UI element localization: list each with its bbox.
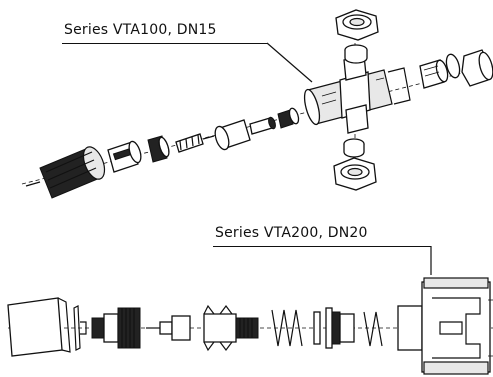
vta200-valve-body	[397, 277, 493, 375]
vta100-leader-line	[266, 42, 313, 83]
vta100-plunger	[214, 116, 276, 151]
vta100-right-cap-nut	[461, 49, 493, 87]
vta200-thermostatic-head	[91, 307, 141, 349]
vta200-cap-box	[7, 297, 71, 357]
vta100-assembly	[21, 9, 493, 199]
vta200-label-underline	[213, 246, 431, 247]
vta100-bottom-cap-nut	[333, 157, 377, 191]
vta100-label-underline	[62, 43, 267, 44]
vta200-pin	[146, 315, 191, 341]
vta100-bottom-ring	[343, 138, 365, 158]
vta100-valve-body	[303, 54, 411, 134]
vta100-spindle	[175, 133, 215, 153]
vta100-spring-seat	[277, 107, 300, 129]
vta200-valve-insert	[203, 304, 259, 352]
vta200-return-spring	[363, 311, 383, 347]
vta100-handle-knob	[25, 146, 106, 199]
vta100-right-insert	[419, 59, 449, 89]
vta100-cartridge	[107, 140, 142, 173]
vta200-spring	[271, 309, 303, 347]
vta100-label: Series VTA100, DN15	[64, 22, 217, 38]
vta200-nut	[313, 307, 355, 349]
vta100-top-ring	[344, 44, 368, 64]
vta100-top-cap-nut	[335, 9, 379, 41]
vta200-label: Series VTA200, DN20	[215, 225, 368, 241]
vta100-right-ring	[445, 53, 461, 79]
vta100-nut	[147, 135, 170, 163]
vta200-assembly	[7, 277, 493, 375]
vta200-clip	[73, 305, 87, 351]
